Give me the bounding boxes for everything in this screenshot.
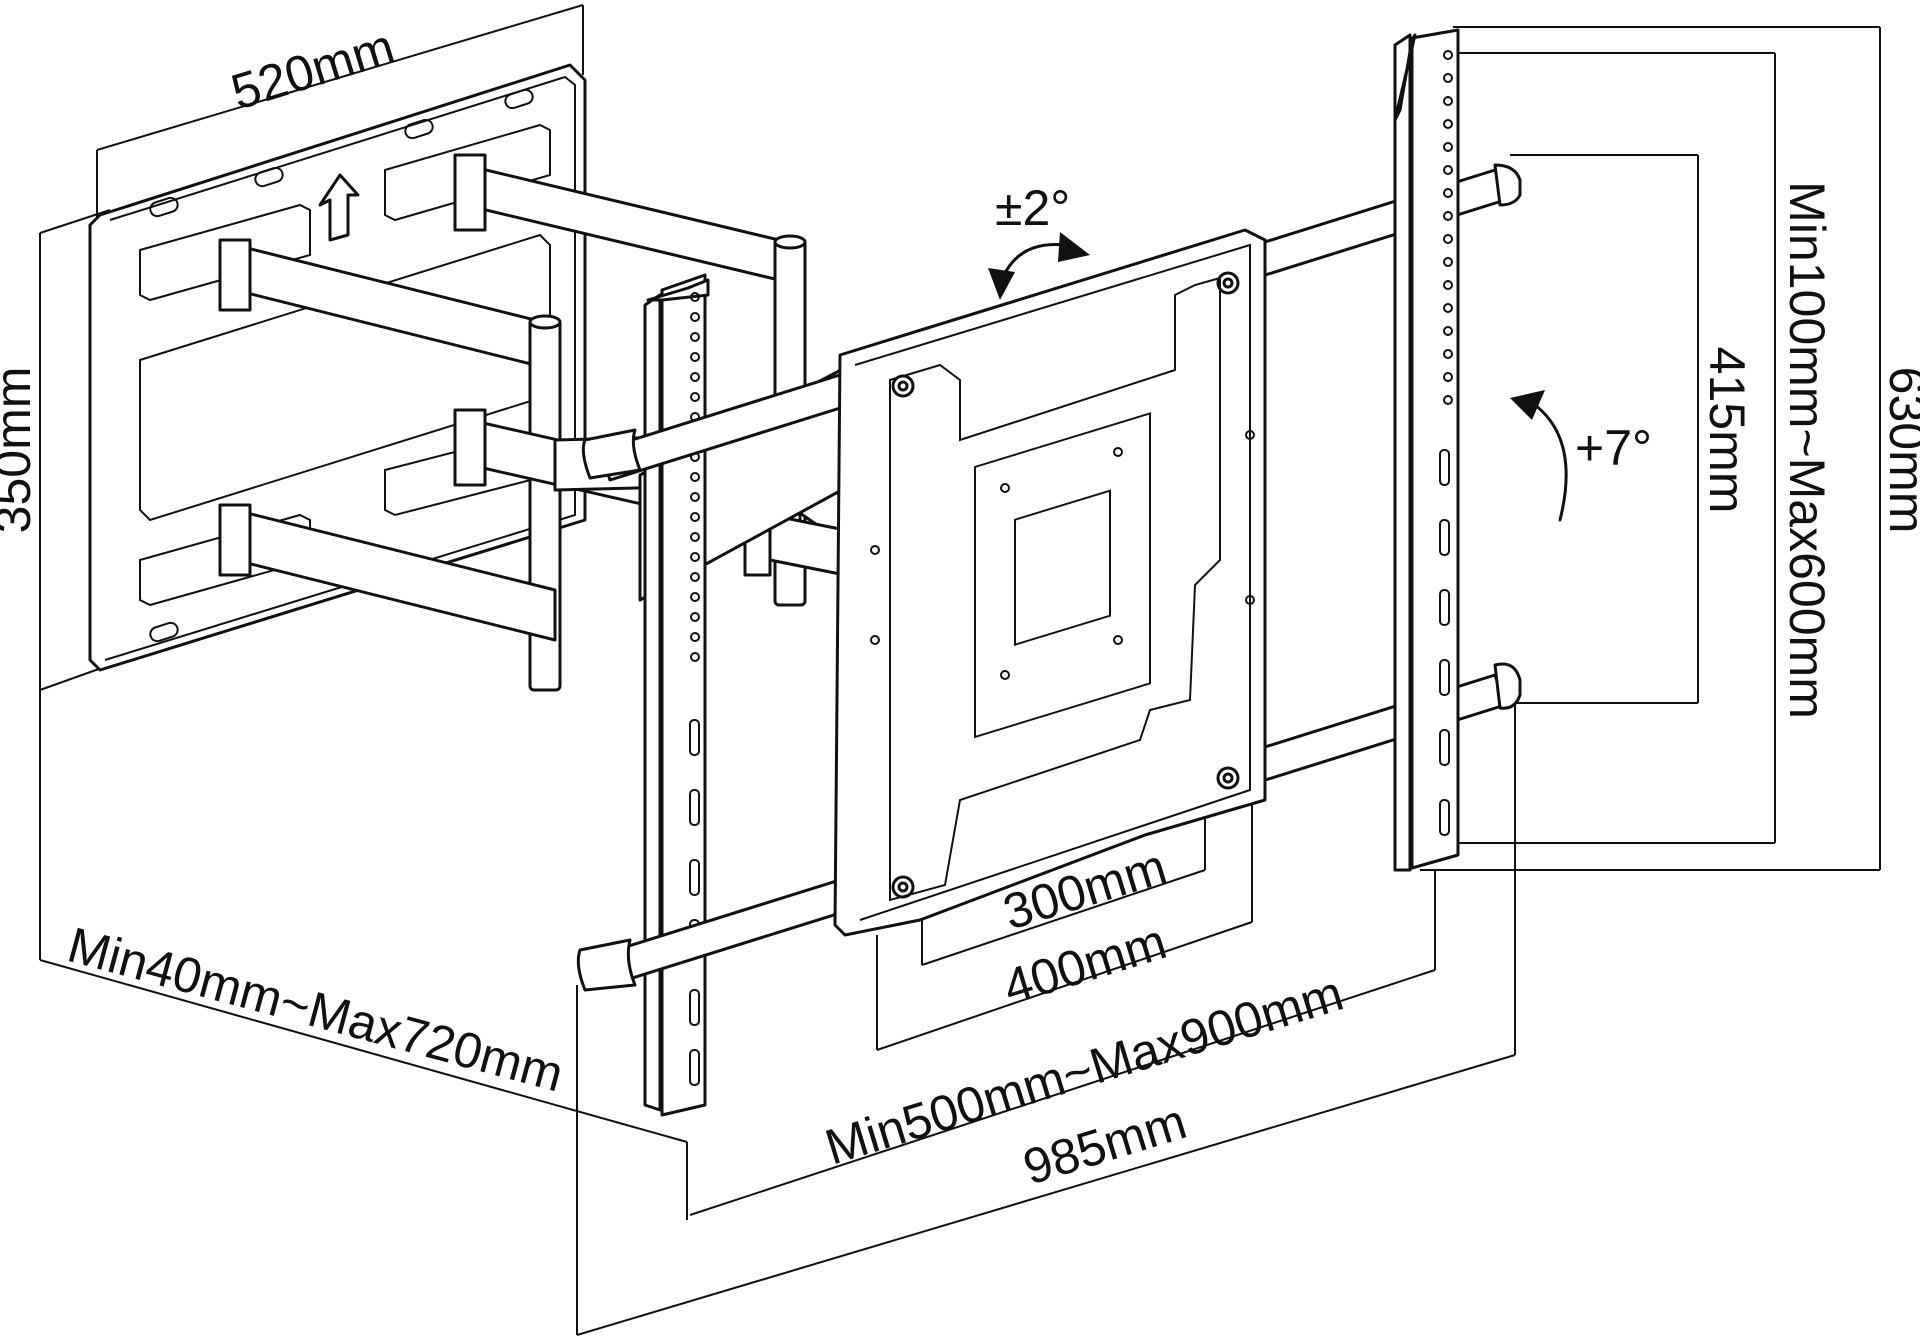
right-vertical-bracket [1393, 28, 1460, 872]
label-arm-height: 415mm [1699, 347, 1755, 514]
label-vertical-range: Min100mm~Max600mm [1779, 181, 1835, 719]
label-tilt-angle: +7° [1575, 420, 1652, 476]
dimension-lines [39, 4, 1881, 1336]
label-extension: Min40mm~Max720mm [62, 917, 569, 1103]
label-bracket-height: 630mm [1879, 367, 1920, 534]
left-vertical-bracket [643, 273, 710, 1117]
vesa-plate [833, 228, 1267, 937]
right-bracket-holes [1439, 50, 1453, 836]
rotation-arrows [988, 232, 1568, 522]
label-wall-plate-width: 520mm [225, 18, 401, 120]
label-tilt-rotation: ±2° [995, 180, 1070, 236]
label-wall-plate-height: 350mm [0, 367, 41, 534]
